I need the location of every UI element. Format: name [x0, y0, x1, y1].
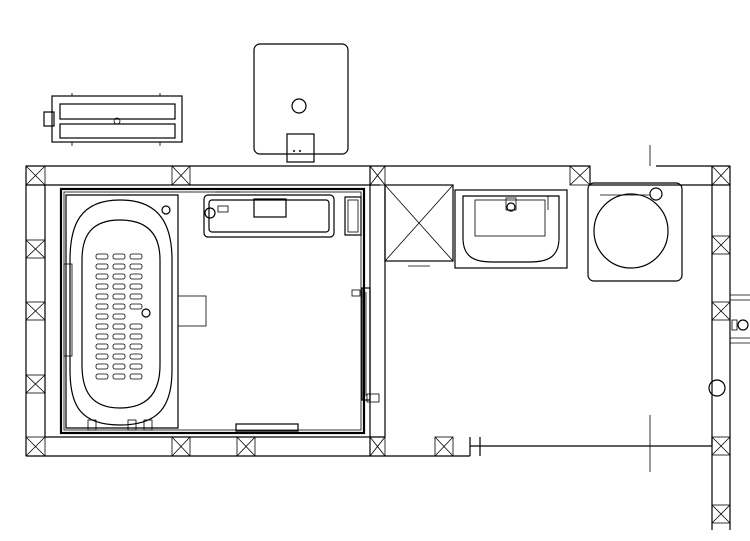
washroom-door-jamb	[649, 145, 749, 472]
water-heater	[43, 93, 183, 146]
exterior-walls	[25, 165, 750, 530]
toilet-tank	[253, 43, 349, 163]
bathtub-drain-slots	[95, 253, 143, 380]
bathtub	[63, 194, 207, 431]
washing-machine	[587, 182, 683, 282]
shower-shelf	[203, 191, 335, 238]
bathroom-floor-drain	[235, 423, 299, 432]
bathroom	[59, 187, 366, 435]
shower-door	[351, 287, 380, 403]
washroom	[384, 184, 454, 267]
washbasin	[454, 189, 568, 269]
shower-niche	[344, 196, 362, 236]
wall-pillars	[25, 165, 731, 524]
